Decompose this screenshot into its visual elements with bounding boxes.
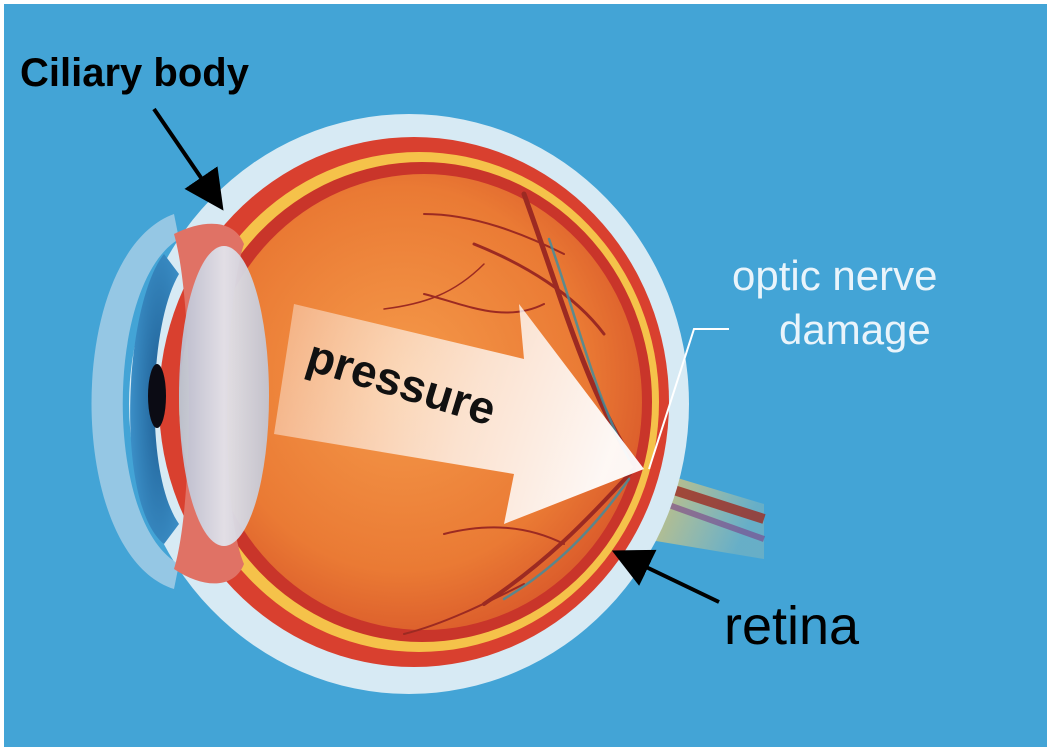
retina-pointer <box>619 554 719 602</box>
pupil <box>148 364 166 428</box>
lens <box>179 246 269 546</box>
retina-label: retina <box>724 596 860 656</box>
eye-diagram: Ciliary body optic nerve damage pressure… <box>4 4 1047 747</box>
optic-nerve-label-line2: damage <box>779 306 931 353</box>
ciliary-body-label: Ciliary body <box>20 51 250 95</box>
optic-nerve-label-line1: optic nerve <box>732 252 937 299</box>
ciliary-body-pointer <box>154 109 219 204</box>
diagram-frame: Ciliary body optic nerve damage pressure… <box>4 4 1047 747</box>
